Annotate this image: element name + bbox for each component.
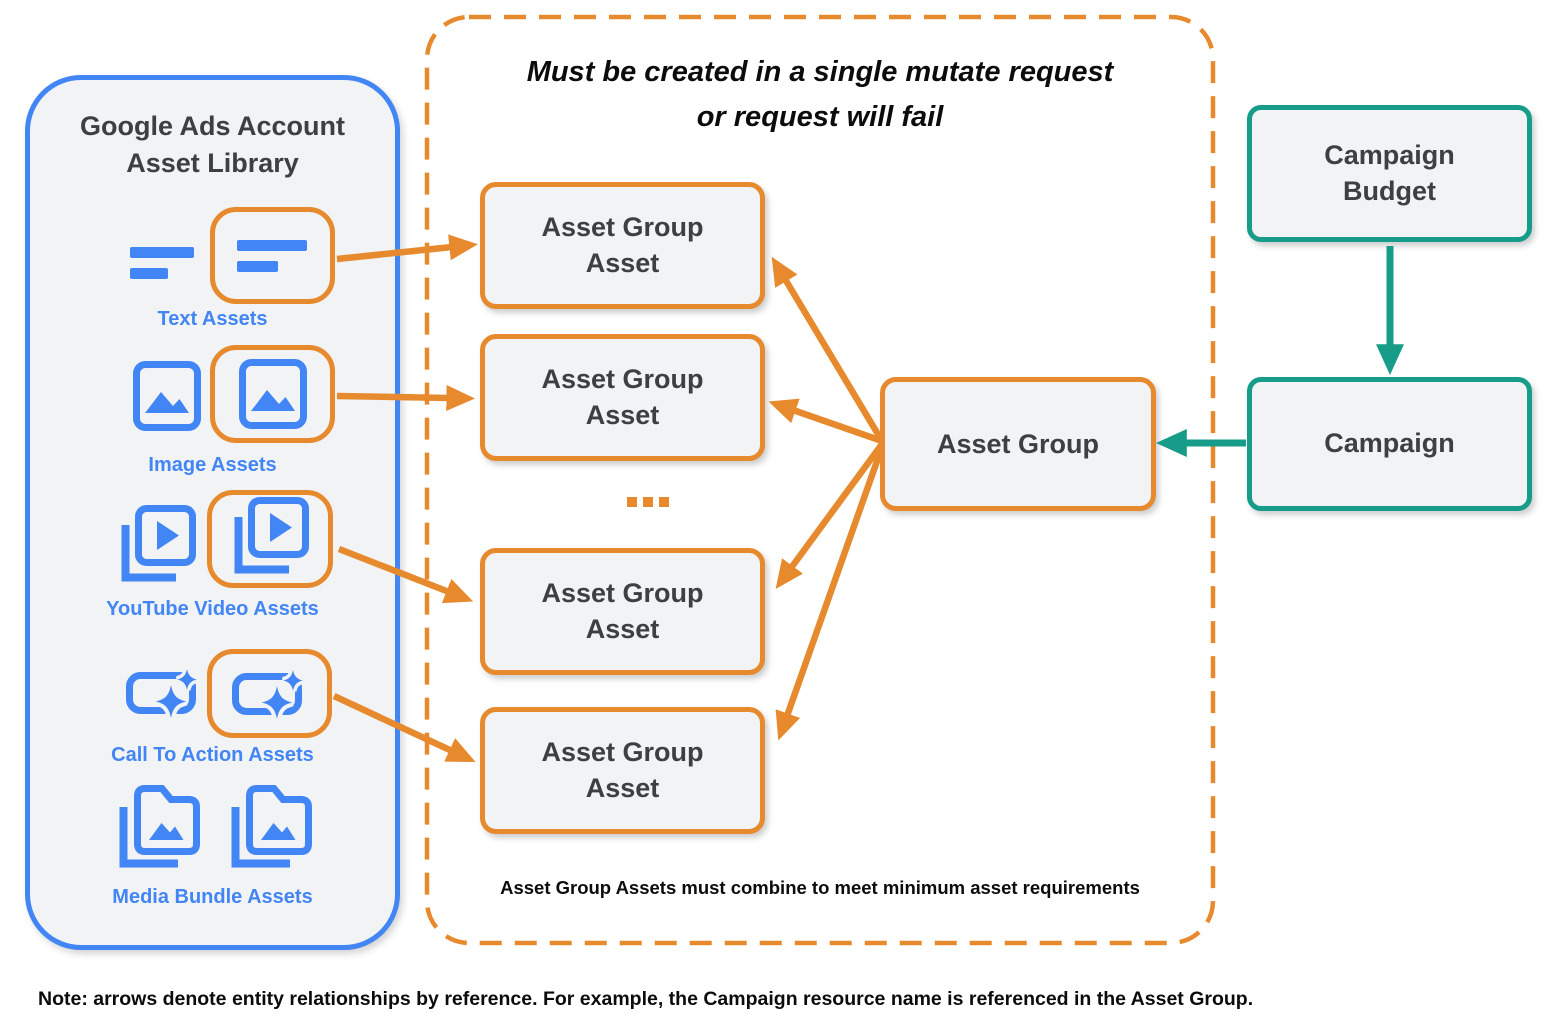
arrow-asset-group-to-asset-4 — [775, 445, 886, 741]
selected-cta-asset-frame — [207, 649, 332, 738]
arrow-asset-group-to-asset-3 — [775, 442, 885, 589]
mutate-request-title: Must be created in a single mutate reque… — [526, 56, 1114, 133]
campaign-budget-box: Campaign Budget — [1247, 105, 1532, 242]
asset-type-label-media: Media Bundle Assets — [112, 886, 313, 908]
ellipsis — [627, 497, 669, 507]
image-icon — [133, 361, 201, 436]
campaign-label: Campaign — [1324, 428, 1455, 459]
asset-group-asset-label: Asset Group Asset — [541, 364, 704, 430]
video-library-icon — [118, 505, 196, 594]
asset-group-asset-label: Asset Group Asset — [541, 212, 704, 278]
selected-video-asset-frame — [207, 490, 333, 588]
asset-type-label-text: Text Assets — [157, 308, 268, 330]
video-library-icon — [234, 497, 309, 574]
call-to-action-icon — [231, 668, 304, 720]
arrow-asset-group-to-asset-2 — [768, 398, 884, 445]
media-bundle-icon — [116, 783, 201, 878]
selected-image-asset-frame — [210, 345, 335, 443]
campaign-budget-label: Campaign Budget — [1324, 140, 1455, 206]
asset-group-asset-label: Asset Group Asset — [541, 737, 704, 803]
asset-group-box: Asset Group — [880, 377, 1156, 511]
asset-library-panel: Google Ads Account Asset Library Text As… — [25, 75, 400, 950]
call-to-action-icon — [126, 665, 202, 726]
asset-group-asset-box: Asset Group Asset — [480, 548, 765, 675]
mutate-footnote: Asset Group Assets must combine to meet … — [500, 877, 1140, 898]
asset-type-label-image: Image Assets — [148, 454, 277, 476]
asset-library-title: Google Ads Account Asset Library — [79, 111, 345, 179]
arrow-asset-group-to-asset-1 — [771, 256, 885, 443]
asset-group-asset-box: Asset Group Asset — [480, 182, 765, 309]
selected-text-asset-frame — [210, 207, 335, 304]
text-lines-icon — [130, 247, 202, 284]
asset-group-label: Asset Group — [936, 428, 1100, 459]
asset-group-asset-box: Asset Group Asset — [480, 334, 765, 461]
page-note: Note: arrows denote entity relationships… — [38, 988, 1254, 1010]
media-bundle-icon — [228, 783, 313, 878]
asset-group-asset-box: Asset Group Asset — [480, 707, 765, 834]
campaign-box: Campaign — [1247, 377, 1532, 511]
asset-type-label-cta: Call To Action Assets — [111, 744, 314, 766]
image-icon — [238, 359, 307, 429]
asset-group-asset-label: Asset Group Asset — [541, 578, 704, 644]
text-lines-icon — [236, 239, 307, 272]
asset-type-label-video: YouTube Video Assets — [106, 598, 319, 620]
